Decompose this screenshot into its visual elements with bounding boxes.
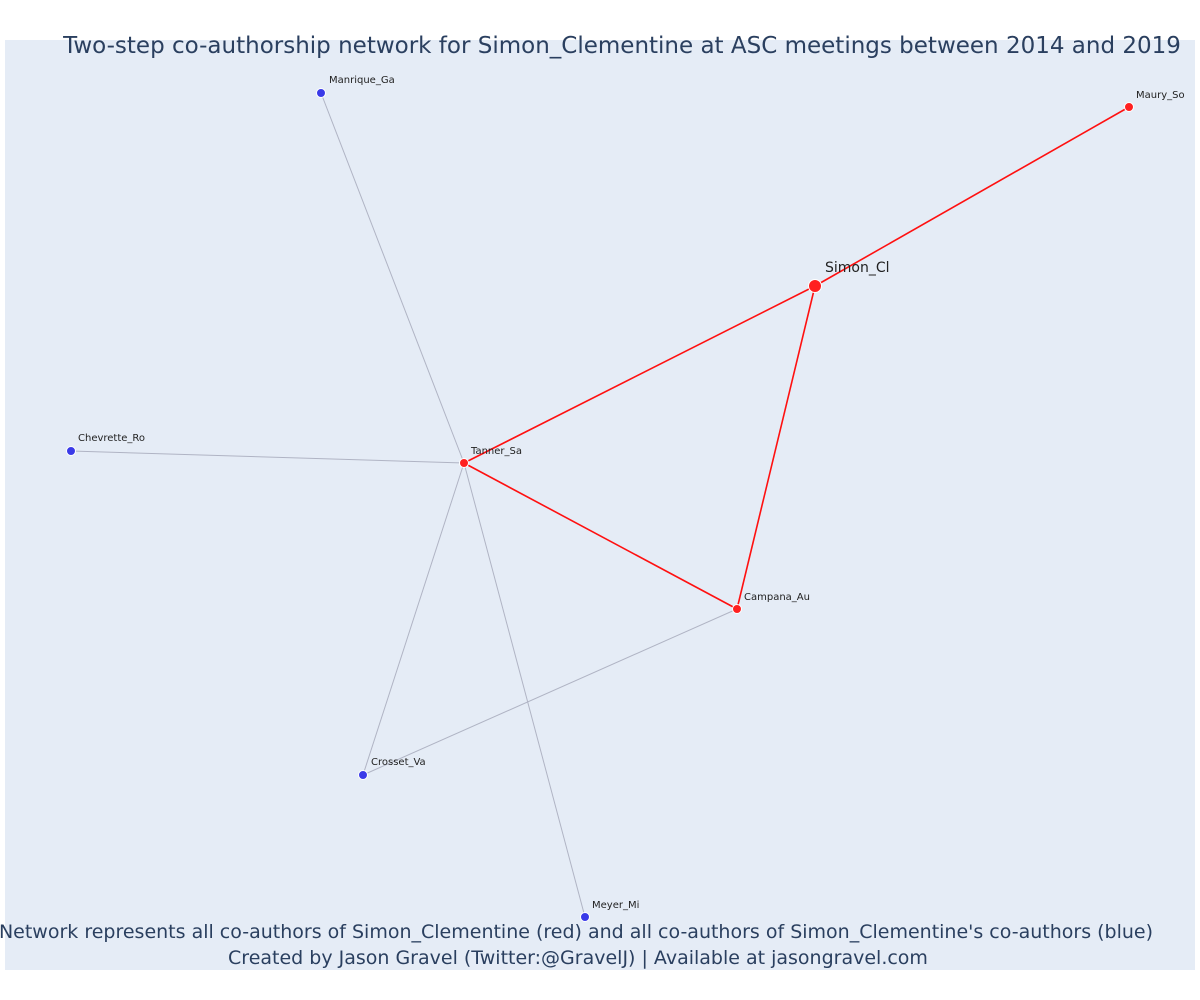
edge-Tanner_Sa-Crosset_Va [362, 462, 465, 776]
edge-Simon_Cl-Campana_Au [736, 285, 816, 610]
node-label-Simon_Cl: Simon_Cl [825, 260, 890, 276]
node-label-Chevrette_Ro: Chevrette_Ro [78, 433, 145, 444]
node-label-Campana_Au: Campana_Au [744, 592, 810, 603]
edges-layer [70, 92, 1130, 918]
footer-description: Network represents all co-authors of Sim… [0, 921, 1153, 943]
edge-Simon_Cl-Maury_So [814, 106, 1130, 287]
node-Crosset_Va[interactable] [358, 770, 368, 780]
node-Campana_Au[interactable] [732, 604, 742, 614]
node-Tanner_Sa[interactable] [459, 458, 469, 468]
edge-Tanner_Sa-Chevrette_Ro [70, 450, 465, 464]
edge-Tanner_Sa-Manrique_Ga [320, 92, 465, 464]
footer-credit: Created by Jason Gravel (Twitter:@Gravel… [228, 947, 928, 969]
node-label-Tanner_Sa: Tanner_Sa [470, 446, 522, 457]
node-label-Meyer_Mi: Meyer_Mi [592, 900, 639, 911]
node-Simon_Cl[interactable] [808, 279, 822, 293]
node-label-Manrique_Ga: Manrique_Ga [329, 75, 395, 86]
edge-Campana_Au-Crosset_Va [362, 608, 738, 776]
node-label-Maury_So: Maury_So [1136, 90, 1185, 101]
node-Chevrette_Ro[interactable] [66, 446, 76, 456]
edge-Tanner_Sa-Meyer_Mi [463, 462, 586, 918]
node-Maury_So[interactable] [1124, 102, 1134, 112]
node-Manrique_Ga[interactable] [316, 88, 326, 98]
plot-background [5, 40, 1195, 970]
node-label-Crosset_Va: Crosset_Va [371, 757, 426, 768]
node-Meyer_Mi[interactable] [580, 912, 590, 922]
nodes-layer [66, 88, 1134, 922]
edge-Tanner_Sa-Campana_Au [463, 462, 738, 610]
edge-Simon_Cl-Tanner_Sa [463, 285, 816, 464]
chart-title: Two-step co-authorship network for Simon… [62, 33, 1181, 59]
